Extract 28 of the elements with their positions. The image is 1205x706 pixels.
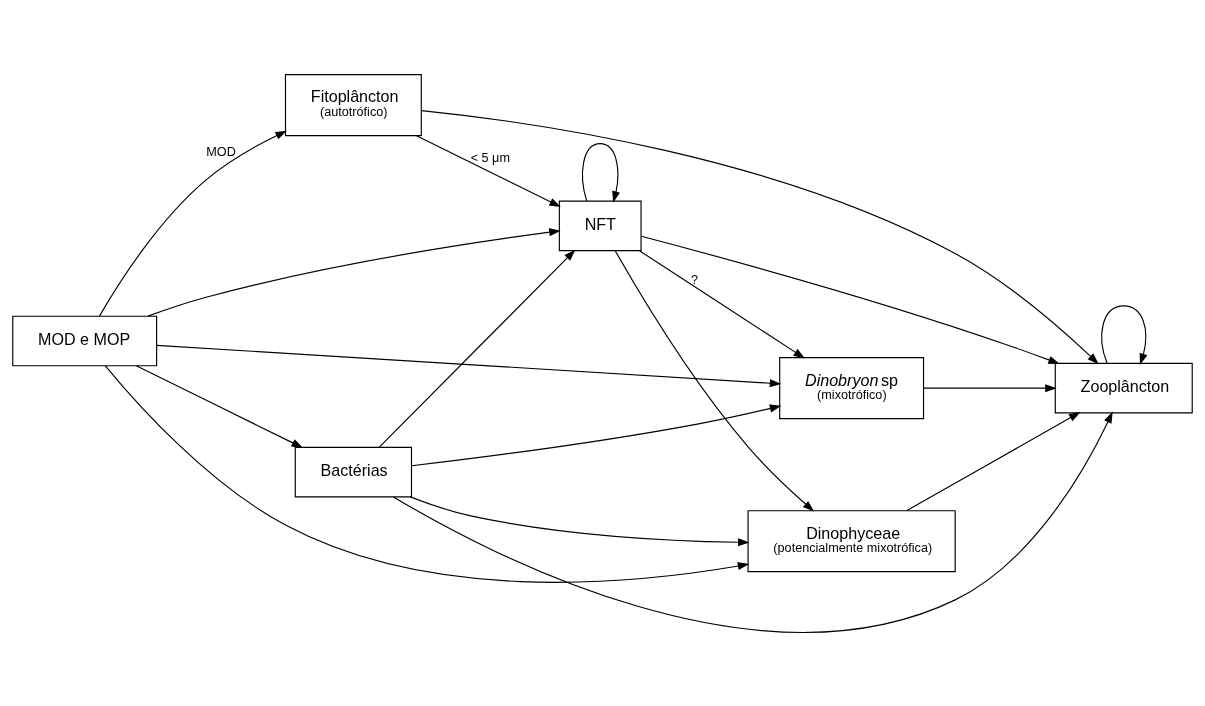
node-box: MOD e MOP <box>12 315 158 366</box>
arrow <box>411 404 782 466</box>
node-box: Bactérias <box>294 446 413 497</box>
arrow <box>640 235 1060 364</box>
arrow <box>923 383 1057 392</box>
arrow <box>135 364 304 448</box>
arrow <box>421 109 1099 364</box>
arrow <box>906 411 1081 511</box>
arrow <box>392 411 1113 633</box>
node-box: Dinophyceae (potencialmente mixotrófica) <box>747 509 956 572</box>
node-box: Fitoplâncton (autotrófico) <box>284 73 422 136</box>
edge-label: MOD <box>206 143 236 158</box>
edge-label: < 5 μm <box>470 150 510 165</box>
arrow <box>156 344 782 387</box>
arrow <box>581 142 620 203</box>
node-box: Dinobryon sp (mixotrófico) <box>779 356 925 419</box>
node-box: Zooplâncton <box>1054 362 1193 413</box>
arrow <box>415 134 561 207</box>
node-box: NFT <box>558 200 642 251</box>
arrow <box>614 249 815 512</box>
arrow <box>1101 304 1148 365</box>
arrow <box>104 364 750 583</box>
arrow <box>639 249 805 359</box>
arrow <box>147 227 561 317</box>
arrow <box>98 130 287 317</box>
edge-label: ? <box>691 272 699 287</box>
arrow <box>378 249 576 448</box>
arrow <box>409 495 750 546</box>
